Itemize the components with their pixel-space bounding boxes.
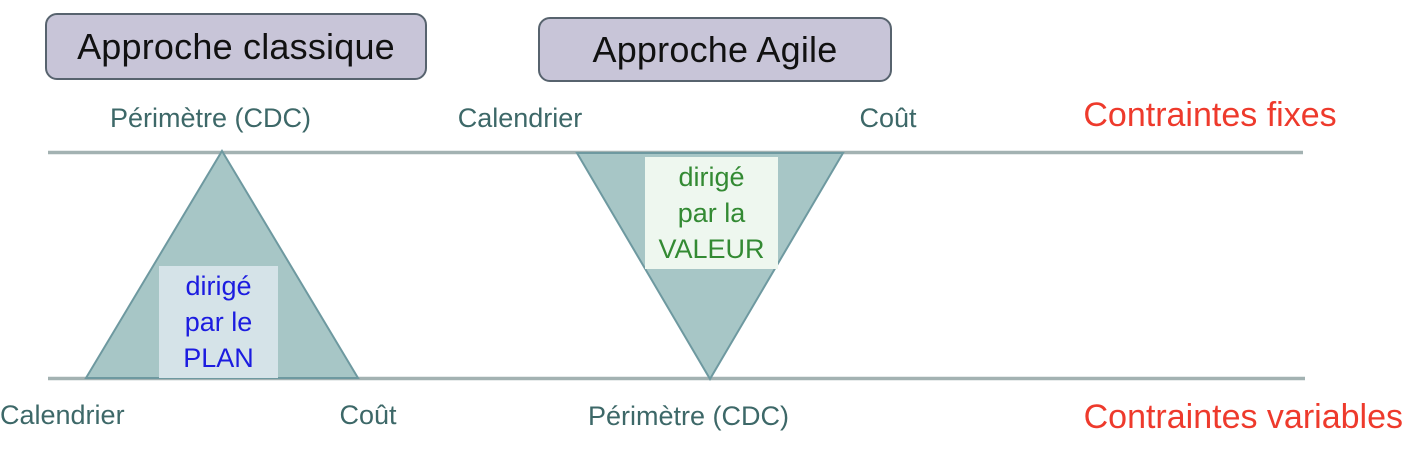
bottom-label-calendrier: Calendrier bbox=[0, 400, 125, 430]
approche-classique-header: Approche classique bbox=[45, 13, 427, 80]
value-driven-line1: dirigé bbox=[678, 162, 745, 192]
value-driven-line2: par la bbox=[677, 198, 746, 228]
bottom-label-perimetre: Périmètre (CDC) bbox=[588, 401, 790, 431]
fixed-constraints-label: Contraintes fixes bbox=[1083, 96, 1337, 134]
top-label-perimetre: Périmètre (CDC) bbox=[110, 103, 312, 133]
bottom-label-cout: Coût bbox=[339, 400, 397, 430]
plan-driven-line1: dirigé bbox=[185, 271, 252, 301]
variable-constraints-label: Contraintes variables bbox=[1083, 398, 1403, 436]
plan-driven-line2: par le bbox=[184, 307, 253, 337]
classic-triangle bbox=[84, 149, 360, 379]
plan-driven-box: dirigé par le PLAN bbox=[159, 266, 278, 378]
value-driven-line3: VALEUR bbox=[658, 234, 765, 264]
plan-driven-line3: PLAN bbox=[183, 343, 254, 373]
top-label-calendrier: Calendrier bbox=[457, 103, 583, 133]
approche-agile-header: Approche Agile bbox=[538, 17, 892, 82]
value-driven-box: dirigé par la VALEUR bbox=[645, 157, 778, 269]
top-label-cout: Coût bbox=[859, 103, 917, 133]
